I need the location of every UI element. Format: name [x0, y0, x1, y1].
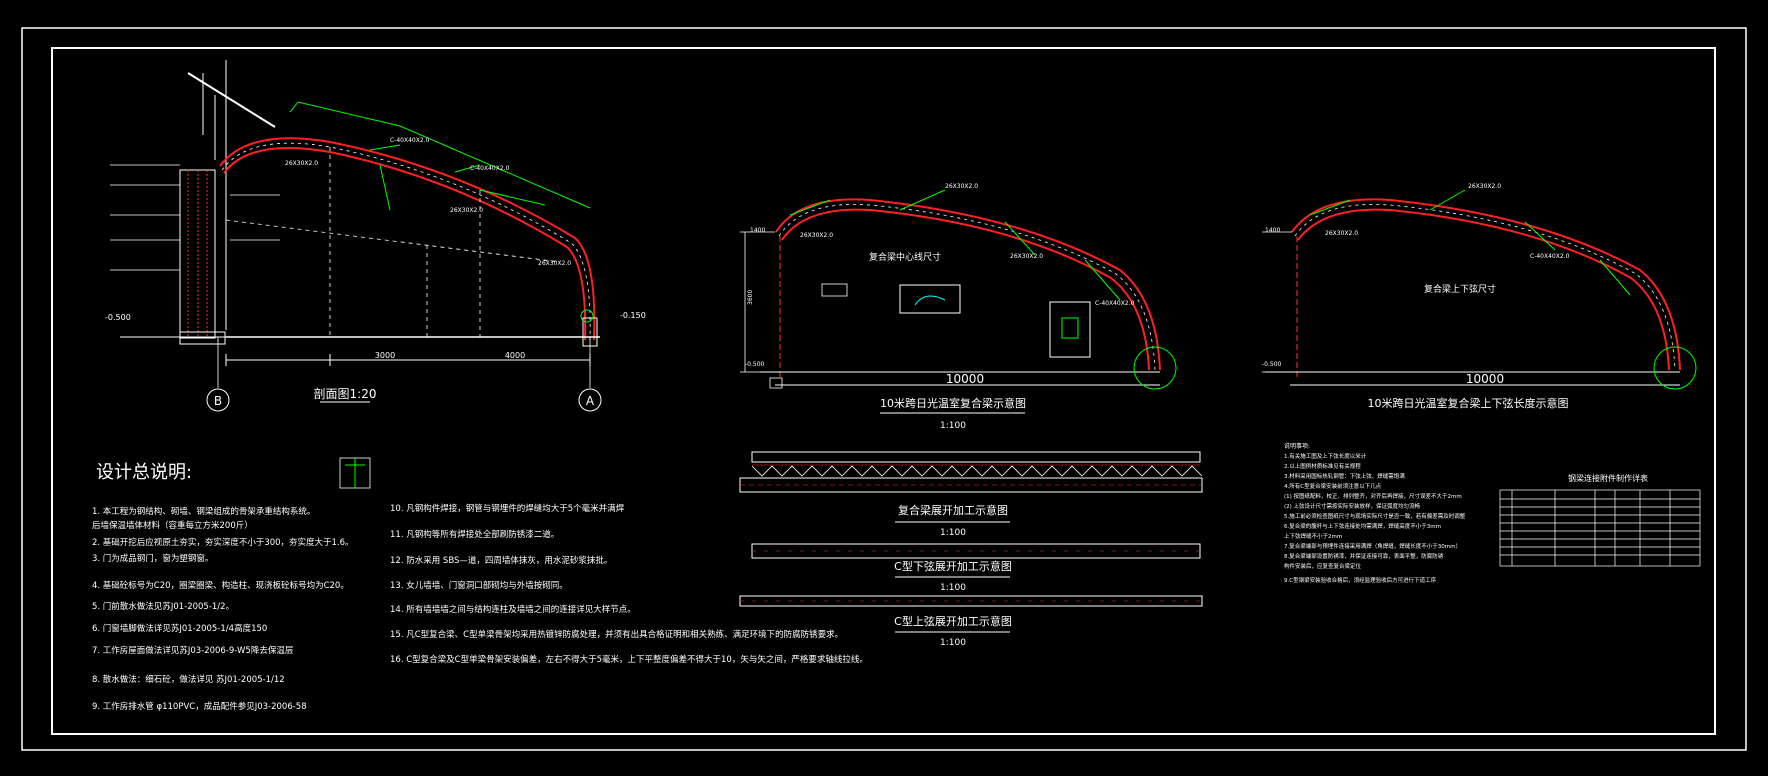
section-label-wall: 26X30X2.0 — [285, 160, 318, 167]
elevation-1-pipe-a: 26X30X2.0 — [800, 232, 833, 239]
upper-chord-unfold-scale: 1:100 — [940, 638, 966, 648]
beam-unfold-strip — [739, 451, 1203, 523]
note-mid-14: 14. 所有墙墙墙之间与结构连柱及墙墙之间的连接详见大样节点。 — [390, 604, 636, 615]
notes-right: 说明事项: 1.有关施工图及上下弦长度以米计 2.以上图例材质标准见有关规程 3… — [1284, 442, 1466, 584]
note-right-8: 6.复合梁的腹杆与上下弦连接处均需满焊，焊缝高度不小于3mm — [1284, 522, 1441, 530]
note-left-5: 4. 基础砼标号为C20，圈梁圈梁、构造柱、现浇板砼标号均为C20。 — [92, 580, 349, 591]
lower-chord-unfold-scale: 1:100 — [940, 583, 966, 593]
section-axis-b: B — [214, 394, 222, 408]
note-left-10: 9. 工作房排水管 φ110PVC，成品配件参见J03-2006-58 — [92, 701, 307, 712]
elevation-2-pipe-c: C-40X40X2.0 — [1530, 253, 1570, 260]
elevation-1-pipe-c: 26X30X2.0 — [1010, 253, 1043, 260]
elevation-1-scale: 1:100 — [940, 421, 966, 431]
note-left-4: 3. 门为成品钢门，窗为塑钢窗。 — [92, 553, 213, 564]
note-right-9: 上下弦焊缝不小于2mm — [1284, 532, 1342, 540]
section-dim-right: 4000 — [505, 351, 525, 360]
section-elevation-right: -0.150 — [620, 311, 646, 320]
note-left-2: 后墙保温墙体材料（容重每立方米200斤） — [92, 520, 253, 531]
beam-unfold-scale: 1:100 — [940, 528, 966, 538]
note-left-7: 6. 门窗墙脚做法详见苏J01-2005-1/4高度150 — [92, 623, 267, 634]
note-left-6: 5. 门前散水做法见苏J01-2005-1/2。 — [92, 601, 234, 612]
elevation-1-inner-label: 复合梁中心线尺寸 — [869, 251, 941, 263]
note-right-4: 4.所有C型复合梁安装前须注意以下几点 — [1284, 482, 1382, 490]
note-left-8: 7. 工作房屋面做法详见苏J03-2006-9-W5降去保温层 — [92, 645, 293, 656]
note-left-1: 1. 本工程为钢结构、砌墙、钢梁组成的骨架承重结构系统。 — [92, 506, 315, 517]
upper-chord-unfold-title: C型上弦展开加工示意图 — [894, 614, 1012, 628]
elevation-2-pipe-b: 26X30X2.0 — [1468, 183, 1501, 190]
note-mid-15: 15. 凡C型复合梁、C型单梁骨架均采用热镀锌防腐处理，并须有出具合格证明和相关… — [390, 629, 843, 640]
parts-table — [1499, 489, 1701, 567]
note-right-7: 5.施工前必须检查图纸尺寸与现场实际尺寸是否一致，若有偏差需及时调整 — [1284, 512, 1466, 520]
section-label-top2: C-40X40X2.0 — [470, 165, 510, 172]
lower-chord-unfold-strip — [751, 543, 1201, 578]
inner-frame — [51, 47, 1716, 735]
elevation-2-h-left: 1400 — [1265, 227, 1280, 234]
note-left-9: 8. 散水做法：细石砼，做法详见 苏J01-2005-1/12 — [92, 674, 285, 685]
elevation-1-h-left: 1400 — [750, 227, 765, 234]
elevation-1-h-mid: 3600 — [747, 290, 754, 305]
note-mid-11: 11. 凡钢构等所有焊接处全部刷防锈漆二道。 — [390, 529, 559, 540]
parts-table-title: 钢梁连接附件制作详表 — [1568, 473, 1648, 483]
notes-middle: 10. 凡钢构件焊接，钢管与钢埋件的焊缝均大于5个毫米并满焊 11. 凡钢构等所… — [390, 503, 868, 665]
outer-frame — [21, 27, 1747, 751]
beam-unfold-title: 复合梁展开加工示意图 — [898, 503, 1008, 517]
elevation-2-pipe-a: 26X30X2.0 — [1325, 230, 1358, 237]
note-right-10: 7.复合梁端部与预埋件连接采用满焊（角焊缝，焊缝长度不小于30mm） — [1284, 542, 1461, 550]
section-label-top1: C-40X40X2.0 — [390, 137, 430, 144]
section-label-pipe2: 26X30X2.0 — [538, 260, 571, 267]
elevation-1-pipe-d: C-40X40X2.0 — [1095, 300, 1135, 307]
note-mid-12: 12. 防水采用 SBS—道，四周墙体抹灰，用水泥砂浆抹批。 — [390, 555, 612, 566]
elevation-2-drawing — [1262, 189, 1697, 390]
note-right-2: 2.以上图例材质标准见有关规程 — [1284, 462, 1361, 470]
note-mid-10: 10. 凡钢构件焊接，钢管与钢埋件的焊缝均大于5个毫米并满焊 — [390, 503, 625, 514]
section-dim-left: 3000 — [375, 351, 395, 360]
note-right-6: (2) 上弦设计尺寸需按实际安装放样，保证弧度均匀流畅 — [1284, 502, 1421, 510]
section-title: 剖面图1:20 — [314, 387, 377, 401]
elevation-1-h-bottom: -0.500 — [745, 361, 765, 368]
note-right-13: 9.C型钢梁安装验收合格后，须经监理验收后方可进行下道工序 — [1284, 576, 1437, 584]
section-axis-a: A — [586, 394, 595, 408]
section-label-pipe: 26X30X2.0 — [450, 207, 483, 214]
note-right-1: 1.有关施工图及上下弦长度以米计 — [1284, 452, 1367, 460]
note-right-12: 构件安装后，应复查复合梁定位 — [1284, 562, 1362, 570]
notes-left: 1. 本工程为钢结构、砌墙、钢梁组成的骨架承重结构系统。 后墙保温墙体材料（容重… — [92, 506, 354, 712]
elevation-2-span: 10000 — [1466, 372, 1504, 386]
elevation-2-title: 10米跨日光温室复合梁上下弦长度示意图 — [1368, 396, 1569, 410]
note-mid-16: 16. C型复合梁及C型单梁骨架安装偏差，左右不得大于5毫米，上下平整度偏差不得… — [390, 654, 868, 665]
elevation-1-span: 10000 — [946, 372, 984, 386]
note-right-3: 3.材料采用国标热轧钢管：下弦上弦、焊缝需饱满 — [1284, 472, 1405, 480]
notes-title: 设计总说明: — [96, 462, 192, 483]
note-right-11: 8.复合梁端部设置防锈漆，并保证连接可靠，表面平整，防腐防锈 — [1284, 552, 1444, 560]
elevation-2-inner-label: 复合梁上下弦尺寸 — [1424, 283, 1496, 295]
section-drawing — [110, 60, 602, 489]
note-mid-13: 13. 女儿墙墙、门窗洞口部砌均与外墙按砌同。 — [390, 580, 568, 591]
note-right-title: 说明事项: — [1284, 442, 1310, 450]
elevation-1-pipe-b: 26X30X2.0 — [945, 183, 978, 190]
note-right-5: (1) 按图纸配料，校正、排列整齐，对齐后再焊接，尺寸误差不大于2mm — [1284, 492, 1462, 500]
lower-chord-unfold-title: C型下弦展开加工示意图 — [894, 559, 1012, 573]
elevation-1-title: 10米跨日光温室复合梁示意图 — [880, 396, 1026, 410]
elevation-1-drawing — [740, 189, 1177, 414]
note-left-3: 2. 基础开挖后应视原土夯实，夯实深度不小于300，夯实度大于1.6。 — [92, 537, 354, 548]
upper-chord-unfold-strip — [739, 595, 1203, 633]
elevation-2-h-bottom: -0.500 — [1262, 361, 1282, 368]
section-elevation-left: -0.500 — [105, 313, 131, 322]
